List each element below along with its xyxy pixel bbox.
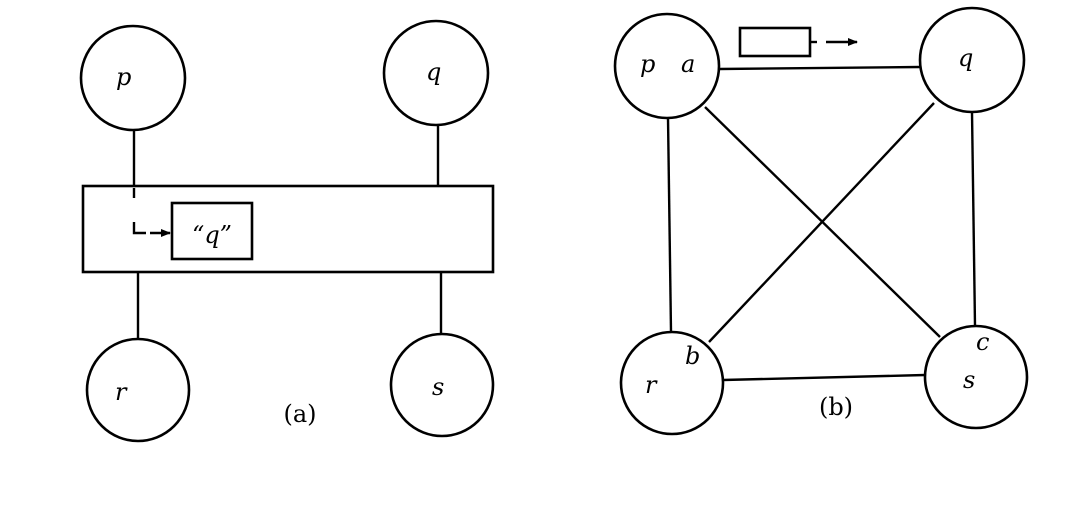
message-in-transit [738,26,812,58]
node-s-label: s [432,373,444,401]
node-q-label: q [958,44,973,72]
node-q-label: q [426,58,441,86]
port-a-label: a [681,50,695,78]
port-b-label: b [685,342,700,370]
node-r-label: r [115,378,128,406]
edge-q-r [708,102,935,343]
caption-a: (a) [283,400,316,428]
edge-q-s [970,111,977,327]
node-s-label: s [963,366,975,394]
message-box-q [170,201,254,261]
shared-bus [81,184,495,274]
message-label: “q” [192,221,232,249]
caption-b: (b) [819,393,853,421]
node-q [918,6,1026,114]
edge-p-q [718,65,921,71]
node-p [613,12,721,120]
node-p [79,24,187,132]
panel-a: “q” p q r s (a) [79,19,495,443]
panel-b: p a q r b s c (b) [613,6,1029,436]
node-q [382,19,490,127]
node-r [619,330,725,436]
node-p-label: p [116,63,131,91]
node-r [85,337,191,443]
node-s [923,324,1029,430]
node-r-label: r [645,371,658,399]
message-path-elbow [132,222,146,235]
port-c-label: c [976,328,989,356]
edge-p-r [666,117,673,333]
node-p-label: p [640,50,655,78]
node-s [389,332,495,438]
edge-r-s [722,373,926,382]
